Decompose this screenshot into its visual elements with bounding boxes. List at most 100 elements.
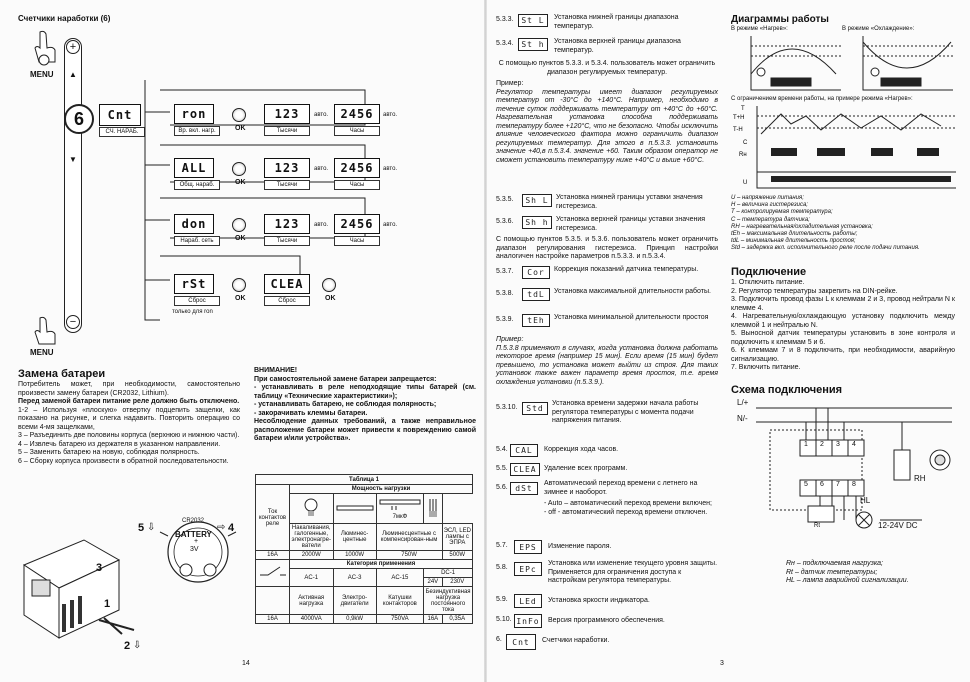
item-code: dSt — [510, 482, 538, 495]
connect-step: 6. К клеммам 7 и 8 подключить, при необх… — [731, 347, 955, 363]
item-number: 5.6. — [496, 484, 508, 491]
battery-voltage: 3V — [190, 546, 199, 553]
item-code: tEh — [522, 314, 550, 327]
warning-block: ВНИМАНИЕ! При самостоятельной замене бат… — [254, 367, 476, 444]
scheme-l: L/+ — [737, 398, 749, 407]
item-row: 5.3.8. tdL Установка максимальной длител… — [496, 286, 718, 312]
cat-desc-3: Безиндуктивная нагрузка постоянного тока — [423, 586, 473, 615]
item-code: Sh L — [522, 194, 552, 207]
connect-step: 2. Регулятор температуры закрепить на DI… — [731, 287, 898, 295]
item-code: EPS — [514, 540, 542, 554]
item-row: 6. Cnt Счетчики наработки. — [496, 632, 718, 654]
timing-diagram: T T+H T-H C Rн U — [733, 106, 956, 189]
battery-text: Потребитель может, при необходимости, са… — [18, 381, 240, 466]
item-number: 6. — [496, 636, 502, 643]
counters-title: Счетчики наработки (6) — [18, 14, 111, 23]
fig-number-4: 4 — [228, 522, 235, 534]
auto-label-2: авто. — [383, 112, 398, 118]
terminal-label: 1 — [804, 441, 808, 448]
battery-drawing — [159, 521, 237, 583]
note-text: П.5.3.8 применяют в случаях, когда устан… — [496, 344, 718, 386]
cfl-lamp-icon — [423, 493, 443, 524]
rt-label: Rt — [814, 523, 820, 529]
item-text: Установка нижней границы уставки значени… — [556, 194, 703, 210]
battery-label: BATTERY — [175, 530, 212, 539]
connect-step: 3. Подключить провод фазы L к клеммам 2 … — [731, 296, 955, 312]
item-number: 5.3.4. — [496, 40, 514, 47]
legend-item: H – величина гистерезиса; — [731, 202, 808, 209]
note-label: Пример: — [496, 336, 524, 343]
terminal-label: 6 — [820, 481, 824, 488]
ok-button[interactable] — [232, 278, 246, 292]
cat-desc-2: Катушки контакторов — [375, 586, 425, 615]
cat-desc-0: Активная нагрузка — [289, 586, 334, 615]
table-head-current: Ток контактов реле — [255, 484, 290, 551]
item-number: 5.3.5. — [496, 196, 514, 203]
cat-ac15: AC-15 — [375, 568, 425, 587]
ok-button[interactable] — [232, 162, 246, 176]
item-text: Установка нижней границы диапазона темпе… — [554, 14, 679, 30]
battery-title: Замена батареи — [18, 368, 106, 380]
item-text: Установка верхней границы диапазона темп… — [554, 38, 681, 54]
ok-button[interactable] — [232, 108, 246, 122]
legend-item: C – температура датчика; — [731, 216, 810, 223]
item-number: 5.3.8. — [496, 290, 514, 297]
cnt-display: Cnt — [99, 104, 141, 126]
minus-icon[interactable]: − — [66, 315, 80, 329]
ok-button-2[interactable] — [322, 278, 336, 292]
scheme-legend-item: HL – лампа аварийной сигнализации. — [786, 577, 909, 585]
rh-label: RH — [914, 474, 926, 483]
load-incandescent: Накаливания, галогенные, электронагре-ва… — [289, 523, 334, 551]
example-text: Регулятор температуры имеет диапазон рег… — [496, 88, 718, 164]
fig-number-1: 1 — [104, 598, 111, 610]
all-caption: Общ. нараб. — [174, 180, 220, 190]
item-text: Установка верхней границы уставки значен… — [556, 216, 706, 232]
cat-ac3: AC-3 — [332, 568, 377, 587]
warning-title: ВНИМАНИЕ! — [254, 367, 298, 374]
mode-diagrams — [750, 36, 953, 91]
cell: 750W — [375, 550, 443, 560]
cell: 1000W — [332, 550, 377, 560]
item-text: Изменение пароля. — [548, 543, 612, 550]
item-number: 5.10. — [496, 616, 512, 623]
ron-caption: Вр. вкл. нагр. — [174, 126, 220, 136]
cell: 4000VA — [289, 614, 334, 624]
axis-label: T — [741, 106, 745, 112]
load-fluorescent: Люминес-центные — [332, 523, 377, 551]
item-row: 5.3.4. St h Установка верхней границы ди… — [496, 36, 718, 60]
thousands-display: 123 — [264, 104, 310, 124]
scheme-legend-item: Rн – подключаемая нагрузка; — [786, 560, 883, 567]
page-number-right: 3 — [720, 660, 724, 667]
ok-label: OK — [235, 295, 246, 302]
ron-display: ron — [174, 104, 214, 124]
thousands-caption: Тысячи — [264, 126, 310, 136]
item-code: Cnt — [506, 634, 536, 650]
rst-display: rSt — [174, 274, 214, 294]
dst-auto: - Auto – автоматический переход времени … — [544, 500, 712, 507]
warning-line-2: - устанавливать батарею, не соблюдая пол… — [254, 401, 437, 409]
don-display: don — [174, 214, 214, 234]
item-row: 5.4. CAL Коррекция хода часов. — [496, 442, 718, 461]
cat-desc-1: Электро-двигатели — [332, 586, 377, 615]
terminal-label: 4 — [852, 441, 856, 448]
don-caption: Нараб. сеть — [174, 236, 220, 246]
item-text: Версия программного обеспечения. — [548, 617, 665, 624]
ok-button[interactable] — [232, 218, 246, 232]
item-number: 5.3.3. — [496, 16, 514, 23]
item-row: 5.7. EPS Изменение пароля. — [496, 538, 718, 560]
item-text: Счетчики наработки. — [542, 637, 610, 644]
item-text: Автоматический переход времени с летнего… — [544, 480, 698, 496]
warning-line-3: - закорачивать клеммы батареи. — [254, 409, 368, 417]
cell: 0,35A — [441, 614, 474, 624]
item-row: 5.9. LEd Установка яркости индикатора. — [496, 592, 718, 612]
mode-cool: В режиме «Охлаждение»: — [842, 26, 915, 32]
legend-item: Std – задержка вкл. исполнительного реле… — [731, 245, 920, 252]
thousands-display: 123 — [264, 158, 310, 178]
table-head-power: Мощность нагрузки — [289, 484, 473, 494]
axis-label: Rн — [739, 152, 747, 158]
cell: 16А — [255, 550, 290, 560]
plus-icon[interactable]: + — [66, 40, 80, 54]
item-row: 5.10. InFo Версия программного обеспечен… — [496, 612, 718, 632]
load-cfl-led: ЭСЛ, LED лампы с ЭПРА — [441, 523, 474, 551]
